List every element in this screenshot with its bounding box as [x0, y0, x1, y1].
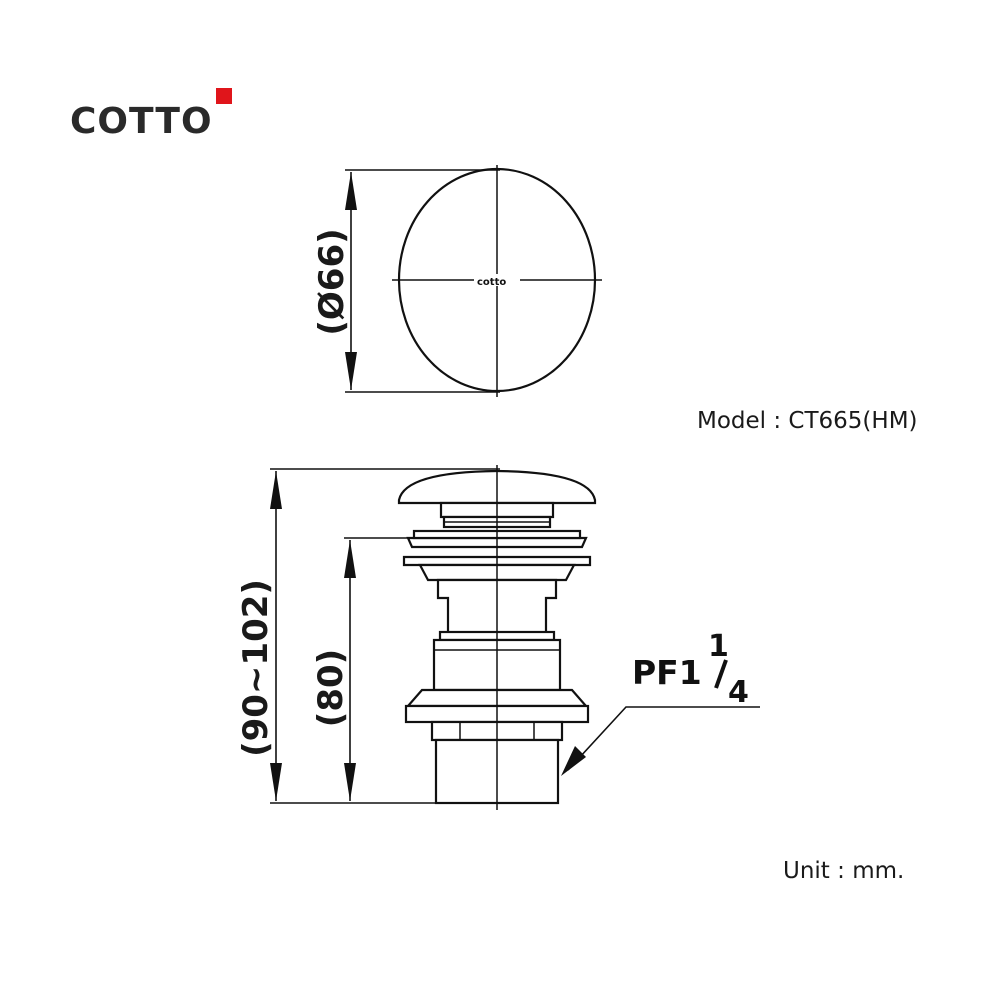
center-mark-bg [474, 274, 520, 286]
thread-leader-arrow [561, 746, 586, 776]
body-height-arrow-top [344, 540, 356, 578]
diameter-arrow-top [345, 172, 357, 210]
diameter-arrow-bottom [345, 352, 357, 390]
thread-leader-line [567, 706, 760, 771]
body-height-arrow-bottom [344, 763, 356, 801]
total-height-arrow-bottom [270, 763, 282, 801]
center-logo-mark: cotto [477, 277, 506, 288]
cotto-logo: COTTO [70, 88, 232, 142]
total-height-label: (90~102) [236, 579, 276, 757]
logo-red-square [216, 88, 232, 104]
thread-fraction-numerator: 1 [708, 629, 729, 664]
diameter-label: (Ø66) [312, 228, 352, 335]
unit-label: Unit : mm. [783, 858, 904, 884]
top-view: cotto (Ø66) [312, 165, 602, 397]
thread-fraction-slash [714, 659, 728, 689]
thread-fraction-denominator: 4 [728, 675, 749, 710]
logo-wordmark: COTTO [70, 101, 213, 142]
model-label: Model : CT665(HM) [697, 408, 918, 434]
body-height-label: (80) [311, 649, 351, 727]
thread-label: PF1 [632, 653, 702, 692]
total-height-arrow-top [270, 471, 282, 509]
side-view: (90~102) (80) PF1 1 4 [236, 465, 760, 810]
